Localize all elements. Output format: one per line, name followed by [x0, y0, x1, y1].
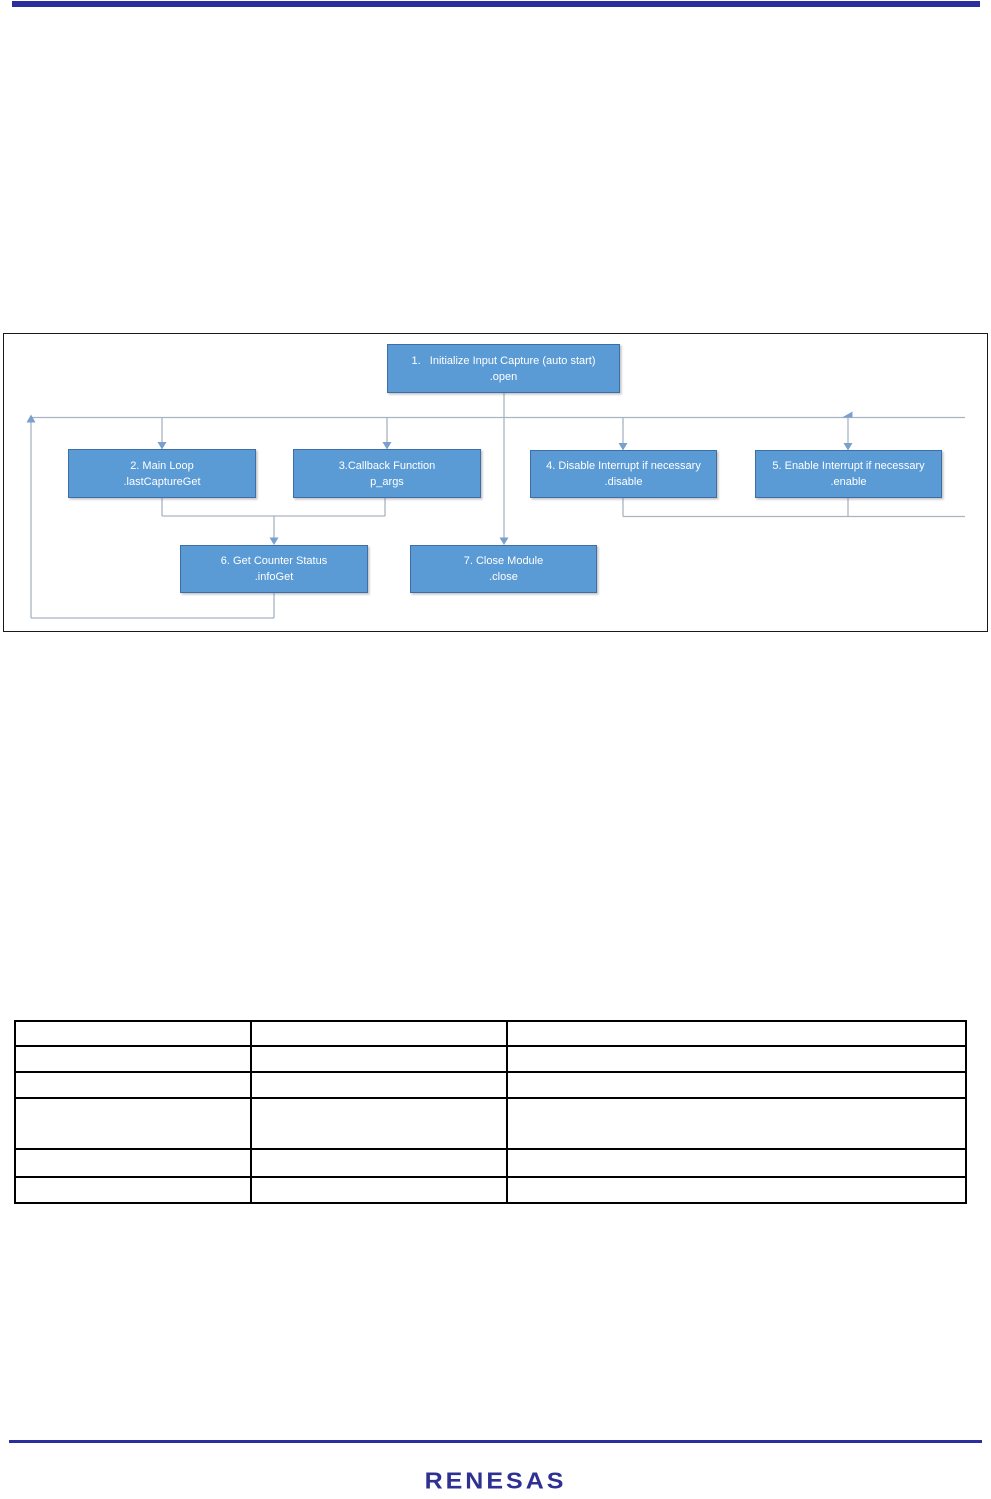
flow-node-title: 1. Initialize Input Capture (auto start) [411, 354, 596, 367]
table-row [14, 1045, 967, 1073]
table-cell [14, 1097, 252, 1151]
flow-node-title: 4. Disable Interrupt if necessary [546, 460, 701, 472]
flow-node-get-counter-status: 6. Get Counter Status .infoGet [180, 545, 368, 593]
renesas-logo: RENESAS [424, 1468, 567, 1494]
flow-node-api: .enable [830, 476, 867, 488]
table-cell [506, 1148, 967, 1178]
empty-data-table [14, 1019, 967, 1205]
footer-rule [9, 1440, 982, 1443]
table-row [14, 1175, 967, 1205]
flow-node-api: .open [489, 370, 518, 383]
table-cell [14, 1175, 252, 1205]
flow-node-initialize-input-capture: 1. Initialize Input Capture (auto start)… [387, 344, 620, 393]
table-cell [506, 1097, 967, 1151]
flow-node-close-module: 7. Close Module .close [410, 545, 597, 593]
table-cell [250, 1045, 508, 1073]
flow-node-title: 2. Main Loop [130, 459, 194, 472]
table-row [14, 1019, 967, 1048]
flow-node-main-loop: 2. Main Loop .lastCaptureGet [68, 449, 256, 498]
table-cell [14, 1148, 252, 1178]
table-row [14, 1070, 967, 1100]
flow-node-api: .disable [604, 476, 643, 488]
flow-node-api: .lastCaptureGet [123, 475, 201, 488]
table-cell [250, 1148, 508, 1178]
table-row [14, 1097, 967, 1151]
flow-node-api: .infoGet [254, 571, 294, 583]
table-cell [250, 1019, 508, 1048]
header-rule [12, 1, 980, 7]
flow-node-disable-interrupt: 4. Disable Interrupt if necessary .disab… [530, 450, 717, 498]
table-cell [506, 1019, 967, 1048]
flow-node-title: 5. Enable Interrupt if necessary [772, 460, 925, 472]
table-cell [14, 1070, 252, 1100]
table-cell [506, 1175, 967, 1205]
flow-node-title: 7. Close Module [463, 555, 544, 567]
flow-node-enable-interrupt: 5. Enable Interrupt if necessary .enable [755, 450, 942, 498]
flow-node-api: p_args [370, 475, 404, 488]
flow-node-title: 6. Get Counter Status [220, 555, 328, 567]
table-cell [250, 1070, 508, 1100]
table-cell [14, 1019, 252, 1048]
table-cell [250, 1097, 508, 1151]
flow-node-callback-function: 3.Callback Function p_args [293, 449, 481, 498]
table-row [14, 1148, 967, 1178]
flow-node-title: 3.Callback Function [338, 459, 436, 472]
table-cell [250, 1175, 508, 1205]
table-cell [506, 1070, 967, 1100]
flow-node-api: .close [489, 571, 518, 583]
table-cell [14, 1045, 252, 1073]
table-cell [506, 1045, 967, 1073]
